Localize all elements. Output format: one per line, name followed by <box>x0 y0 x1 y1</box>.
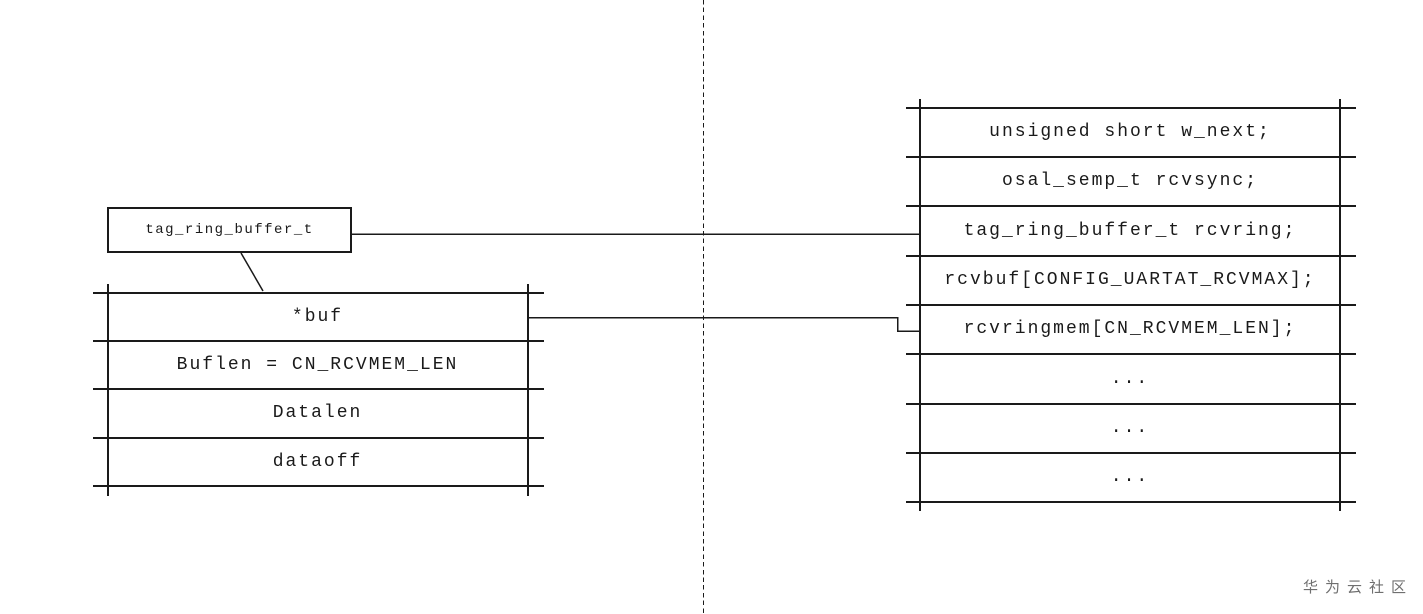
right-table-row-rcvringmem: rcvringmem[CN_RCVMEM_LEN]; <box>963 319 1297 339</box>
connector-buf-to-rcvringmem <box>528 316 920 332</box>
struct-pointer-box: tag_ring_buffer_t <box>107 207 352 253</box>
right-table-row-ellipsis: ... <box>1110 418 1150 438</box>
watermark: 华为云社区 <box>1302 579 1413 596</box>
connector-box-diagonal <box>240 252 264 292</box>
right-table-row-rcvring: tag_ring_buffer_t rcvring; <box>963 221 1297 241</box>
left-table-row-buflen: Buflen = CN_RCVMEM_LEN <box>176 355 459 375</box>
right-table-row-rcvsync: osal_semp_t rcvsync; <box>1001 171 1259 191</box>
right-table-row-ellipsis: ... <box>1110 467 1150 487</box>
left-table-row-dataoff: dataoff <box>272 452 363 472</box>
right-table-row-rcvbuf: rcvbuf[CONFIG_UARTAT_RCVMAX]; <box>944 270 1316 290</box>
struct-pointer-label: tag_ring_buffer_t <box>145 222 314 238</box>
left-table-row-datalen: Datalen <box>272 403 363 423</box>
right-table-row-ellipsis: ... <box>1110 369 1150 389</box>
left-table-row-buf: *buf <box>291 307 344 327</box>
right-table-row-wnext: unsigned short w_next; <box>989 122 1271 142</box>
